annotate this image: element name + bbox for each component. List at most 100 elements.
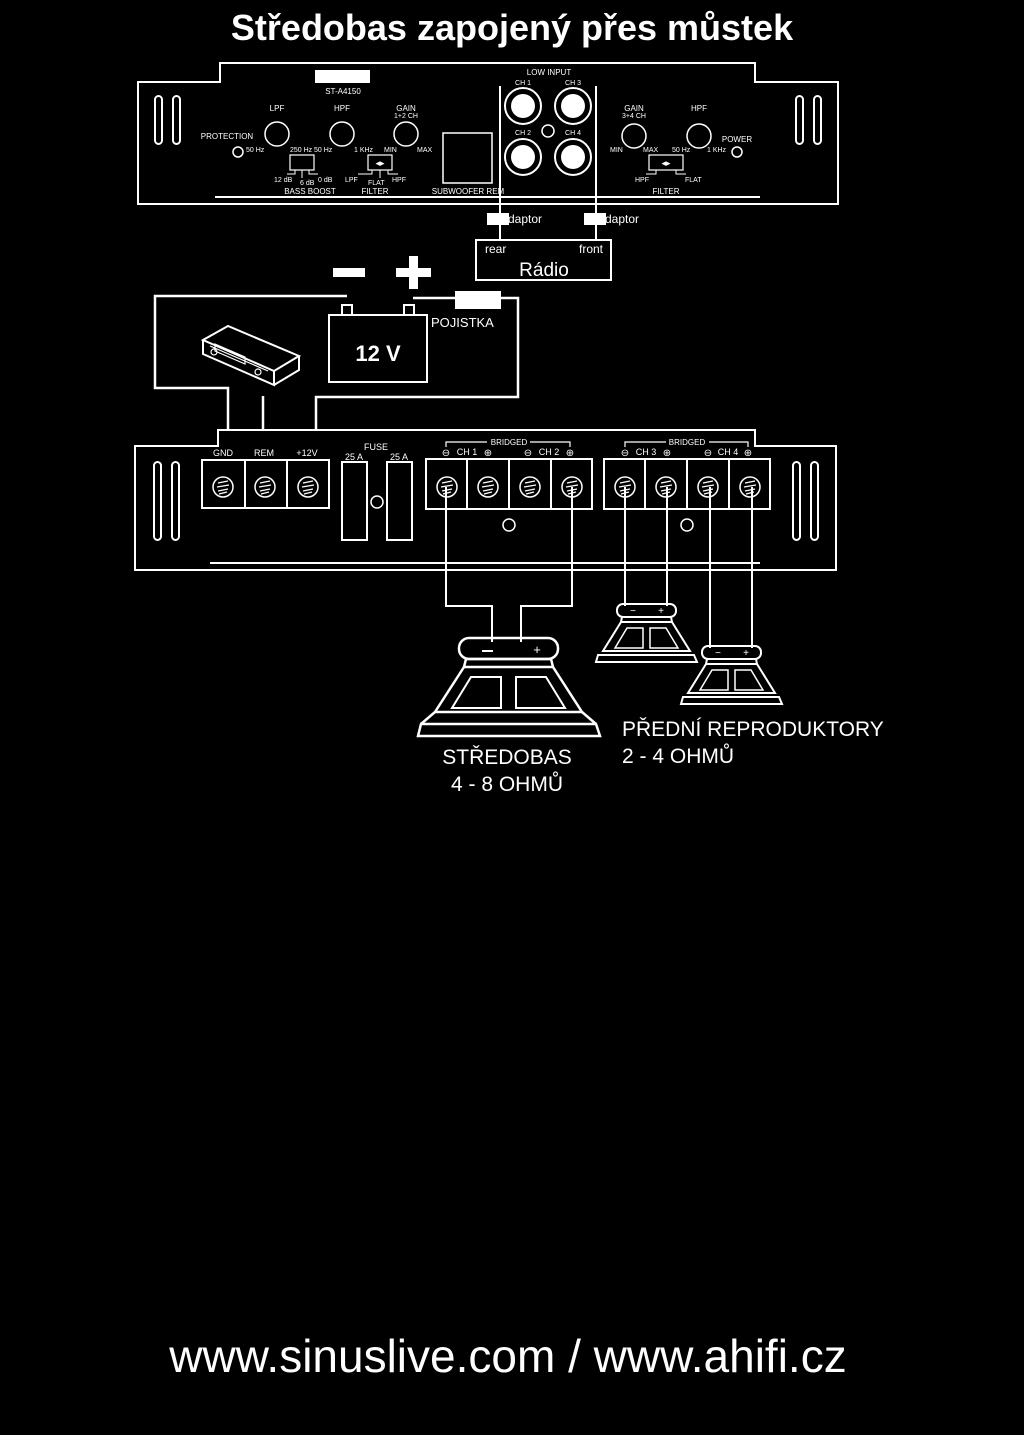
hpf-right-small-label: HPF xyxy=(635,177,649,184)
db12-label: 12 dB xyxy=(274,177,293,184)
hz50-right-label: 50 Hz xyxy=(672,147,691,154)
hz50-label: 50 Hz xyxy=(246,147,265,154)
model-plate xyxy=(315,70,370,83)
gain-left-sub-label: 1+2 CH xyxy=(394,113,418,120)
gain-right-knob[interactable] xyxy=(621,123,647,149)
front-left-wires xyxy=(624,487,668,606)
fuse-slot-1 xyxy=(341,461,368,541)
vent-slot xyxy=(792,461,801,541)
ground-wire xyxy=(153,294,347,430)
lpf-knob[interactable] xyxy=(264,121,290,147)
terminal-screw xyxy=(739,476,761,498)
fuse-a2-label: 25 A xyxy=(390,452,408,462)
front-right-wires xyxy=(709,487,753,648)
rca-jack-ch1[interactable] xyxy=(504,87,542,125)
front-speakers-label: PŘEDNÍ REPRODUKTORY xyxy=(622,718,884,741)
screw-hole xyxy=(541,124,555,138)
min-right-label: MIN xyxy=(610,147,623,154)
protection-label: PROTECTION xyxy=(201,132,254,141)
vent-slot xyxy=(810,461,819,541)
lpf-label: LPF xyxy=(270,104,285,113)
fuse-label: POJISTKA xyxy=(431,315,494,330)
rca-jack-ch3[interactable] xyxy=(554,87,592,125)
terminal-screw xyxy=(477,476,499,498)
hpf-left-knob[interactable] xyxy=(329,121,355,147)
battery-minus-icon xyxy=(333,268,365,277)
battery-voltage-label: 12 V xyxy=(355,341,401,366)
minus-symbol-icon: ⊖ xyxy=(704,448,712,459)
hpf-right-knob[interactable] xyxy=(686,123,712,149)
head-unit-icon xyxy=(200,324,302,387)
battery-plus-icon xyxy=(396,256,431,289)
filter-right-switch[interactable] xyxy=(648,154,684,171)
filter-right-arrow-icon: ◂▸ xyxy=(661,158,671,168)
max-right-label: MAX xyxy=(643,147,659,154)
flat-right-label: FLAT xyxy=(685,177,702,184)
hpf-small-label: HPF xyxy=(392,177,406,184)
terminal-screw xyxy=(254,476,276,498)
khz1-label: 1 KHz xyxy=(354,147,374,154)
front2-minus-label: − xyxy=(715,648,721,659)
fuse-slot-2 xyxy=(386,461,413,541)
midbass-wire-positive xyxy=(520,487,573,642)
battery-terminal-negative xyxy=(341,304,353,316)
plus-symbol-icon: ⊕ xyxy=(566,448,574,459)
gain-left-label: GAIN xyxy=(396,104,416,113)
db0-label: 0 dB xyxy=(318,177,333,184)
front-speaker-right-icon: − + xyxy=(679,645,784,705)
min-label: MIN xyxy=(384,147,397,154)
front-plus-label: + xyxy=(658,606,664,617)
khz1-right-label: 1 KHz xyxy=(707,147,727,154)
ch1-output-label: CH 1 xyxy=(457,447,478,457)
front-speakers-ohms-label: 2 - 4 OHMŮ xyxy=(622,744,734,768)
minus-symbol-icon: ⊖ xyxy=(524,448,532,459)
ch2-input-label: CH 2 xyxy=(515,130,531,137)
front2-plus-label: + xyxy=(743,648,749,659)
power-led xyxy=(731,146,743,158)
vent-slot xyxy=(171,461,180,541)
hpf-left-label: HPF xyxy=(334,104,350,113)
rca-jack-ch4[interactable] xyxy=(554,138,592,176)
terminal-screw xyxy=(212,476,234,498)
hpf-right-label: HPF xyxy=(691,104,707,113)
bass-boost-switch[interactable] xyxy=(289,154,315,171)
screw-hole xyxy=(370,495,384,509)
ch1-input-label: CH 1 xyxy=(515,80,531,87)
radio-rear-label: rear xyxy=(485,242,506,256)
terminal-screw xyxy=(697,476,719,498)
minus-symbol-icon: ⊖ xyxy=(621,448,629,459)
front-speaker-left-icon: − + xyxy=(594,603,699,663)
radio-box xyxy=(475,239,612,281)
plus-symbol-icon: ⊕ xyxy=(484,448,492,459)
ch3-output-label: CH 3 xyxy=(636,447,657,457)
front-minus-label: − xyxy=(630,606,636,617)
vent-slot xyxy=(154,95,163,145)
terminal-screw xyxy=(519,476,541,498)
bass-boost-label: BASS BOOST xyxy=(284,187,336,196)
screw-hole xyxy=(502,518,516,532)
max-label: MAX xyxy=(417,147,433,154)
filter-left-label: FILTER xyxy=(362,187,389,196)
subwoofer-rem-label: SUBWOOFER REM xyxy=(432,187,505,196)
midbass-wire-negative xyxy=(445,487,493,642)
plus-symbol-icon: ⊕ xyxy=(663,448,671,459)
rca-jack-ch2[interactable] xyxy=(504,138,542,176)
midbass-speaker-icon: + xyxy=(416,636,602,738)
plus-symbol-icon: ⊕ xyxy=(744,448,752,459)
adaptor-right xyxy=(584,213,606,225)
flat-label: FLAT xyxy=(368,180,385,187)
radio-front-label: front xyxy=(579,242,604,256)
terminal-screw xyxy=(297,476,319,498)
db6-label: 6 dB xyxy=(300,180,315,187)
adaptor-left xyxy=(487,213,509,225)
rca-cables xyxy=(499,180,597,240)
midbass-plus-label: + xyxy=(533,642,541,657)
bridged-right-label: BRIDGED xyxy=(669,438,706,447)
ch3-input-label: CH 3 xyxy=(565,80,581,87)
gain-left-knob[interactable] xyxy=(393,121,419,147)
lpf-small-label: LPF xyxy=(345,177,358,184)
hz250-label: 250 Hz xyxy=(290,147,313,154)
vent-slot xyxy=(153,461,162,541)
ch2-output-label: CH 2 xyxy=(539,447,560,457)
screw-hole xyxy=(680,518,694,532)
